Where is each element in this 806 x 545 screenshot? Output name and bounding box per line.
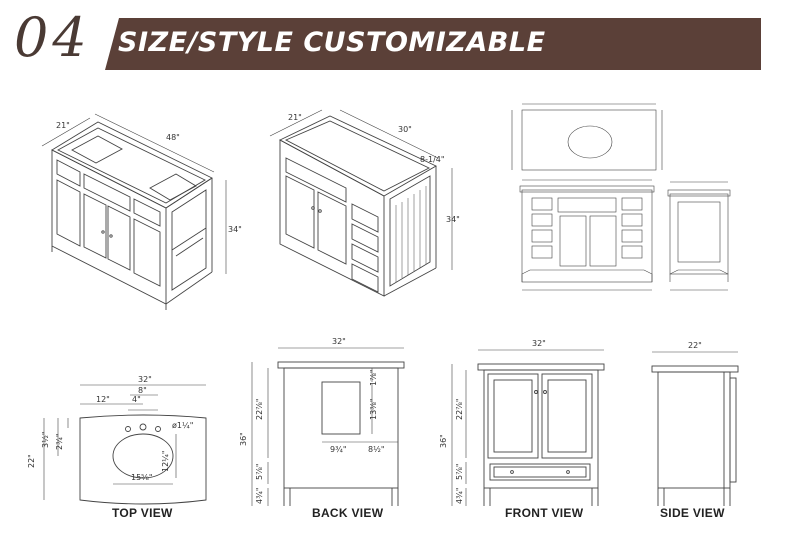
back-view-h5: 5⅞" — [255, 463, 264, 480]
iso-mid-height: 34" — [446, 215, 460, 224]
section-header: 04 SIZE/STYLE CUSTOMIZABLE — [0, 0, 806, 78]
back-view-drawing — [251, 347, 405, 506]
side-view-label: SIDE VIEW — [660, 506, 725, 520]
iso-vanity-48 — [41, 113, 227, 310]
title-banner — [105, 18, 761, 70]
top-view-d3-1-2: 3½" — [41, 431, 50, 448]
iso-vanity-30 — [269, 109, 453, 297]
iso-mid-offset: 8-1/4" — [420, 155, 445, 164]
top-view-label: TOP VIEW — [112, 506, 173, 520]
top-view-d15-5-8: 15⅝" — [131, 473, 153, 482]
back-view-label: BACK VIEW — [312, 506, 384, 520]
back-view-h36: 36" — [239, 432, 248, 446]
iso-mid-depth: 21" — [288, 113, 302, 122]
top-view-d1-4: ø1¼" — [172, 421, 193, 430]
iso-left-depth: 21" — [56, 121, 70, 130]
top-view-d2-3-4: 2¾" — [55, 433, 64, 450]
front-view-h5: 5⅞" — [455, 463, 464, 480]
section-number: 04 — [14, 6, 91, 69]
back-view-w8: 8½" — [368, 445, 385, 454]
front-view-drawing — [451, 349, 605, 506]
side-view-width: 22" — [688, 341, 702, 350]
back-view-h22: 22⅞" — [255, 398, 264, 420]
front-view-h36: 36" — [439, 434, 448, 448]
back-view-width: 32" — [332, 337, 346, 346]
top-view-drawing — [43, 384, 207, 505]
section-title: SIZE/STYLE CUSTOMIZABLE — [118, 27, 546, 58]
side-view-drawing — [651, 351, 739, 506]
top-view-d8: 8" — [138, 386, 147, 395]
back-view-h1: 1⅞" — [369, 369, 378, 386]
iso-mid-width: 30" — [398, 125, 412, 134]
top-view-d12: 12" — [96, 395, 110, 404]
back-view-w9: 9¾" — [330, 445, 347, 454]
top-view-width: 32" — [138, 375, 152, 384]
front-view-h4: 4¾" — [455, 487, 464, 504]
front-view-label: FRONT VIEW — [505, 506, 584, 520]
top-view-d4: 4" — [132, 395, 141, 404]
back-view-h13: 13⅜" — [369, 398, 378, 420]
iso-left-width: 48" — [166, 133, 180, 142]
back-view-h4: 4¾" — [255, 487, 264, 504]
front-view-width: 32" — [532, 339, 546, 348]
front-view-h22: 22⅞" — [455, 398, 464, 420]
tech-drawings — [511, 103, 731, 291]
iso-left-height: 34" — [228, 225, 242, 234]
top-view-d22: 22" — [27, 454, 36, 468]
top-view-d12-1-4: 12¼" — [161, 450, 170, 472]
